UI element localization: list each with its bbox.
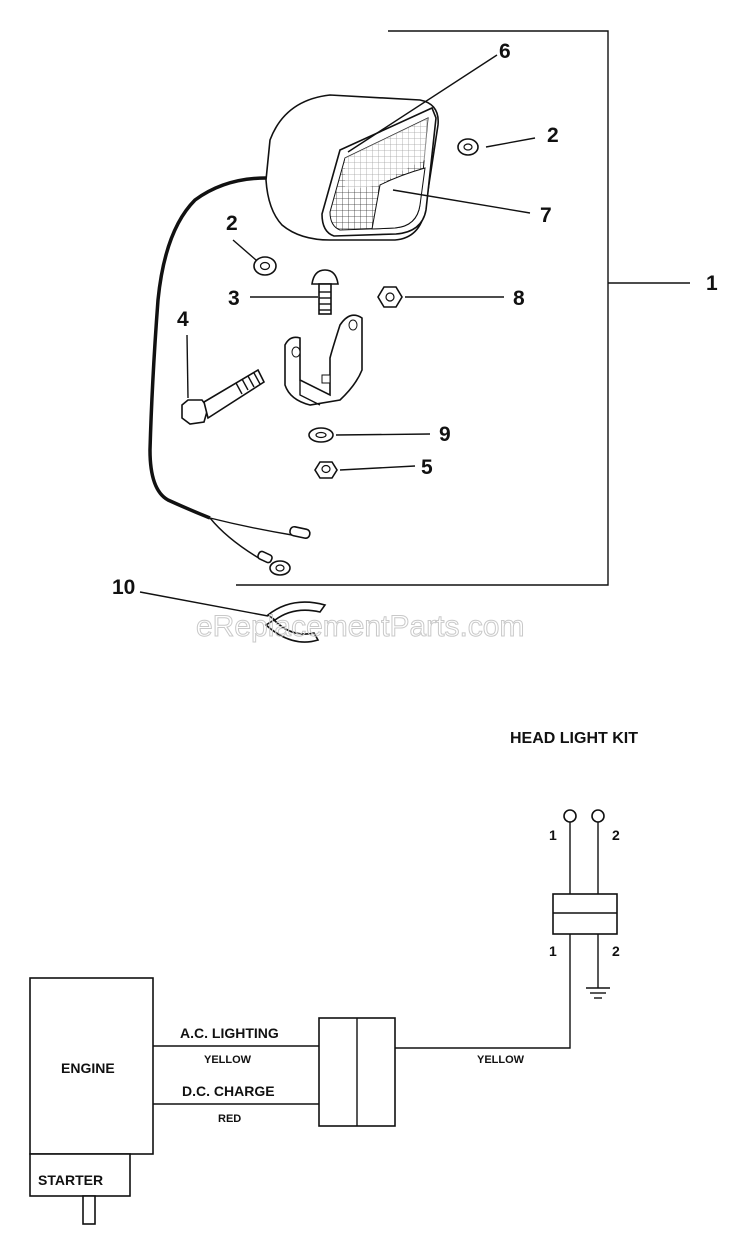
callout-1: 1 [706,272,718,295]
engine-block [29,977,154,1225]
callout-2-upper: 2 [547,124,559,147]
connector-pin-2: 2 [612,943,620,959]
engine-label: ENGINE [61,1060,115,1076]
flat-washer [308,427,334,443]
kit-connector [552,893,618,935]
callout-10: 10 [112,576,135,599]
callout-4: 4 [177,308,189,331]
head-light-kit-title: HEAD LIGHT KIT [510,730,638,747]
callout-2-lower: 2 [226,212,238,235]
callout-9: 9 [439,423,451,446]
kit-bracket [236,30,690,586]
callout-8: 8 [513,287,525,310]
callout-7: 7 [540,204,552,227]
starter-label: STARTER [38,1172,103,1188]
wire-clip [264,601,327,643]
junction-block [318,1017,396,1127]
yellow-wire-label-1: YELLOW [204,1054,252,1066]
flange-nut [377,286,403,308]
lock-washer-lower [253,256,277,276]
hex-bolt [181,368,266,425]
carriage-bolt [311,269,339,315]
bulb-pin-2: 2 [612,827,620,843]
callout-3: 3 [228,287,240,310]
wire-harness [148,176,311,576]
ac-lighting-label: A.C. LIGHTING [180,1025,279,1041]
callout-5: 5 [421,456,433,479]
bulb-symbol [563,756,605,823]
yellow-wire-label-2: YELLOW [477,1054,525,1066]
hex-nut [314,461,338,479]
watermark: eReplacementParts.com [196,610,524,643]
connector-pin-1: 1 [549,943,557,959]
headlight-housing [265,94,439,241]
ground-symbol [586,934,610,999]
red-wire-label: RED [218,1113,241,1125]
bulb-pin-1: 1 [549,827,557,843]
leader-lines [139,54,536,617]
dc-charge-label: D.C. CHARGE [182,1083,275,1099]
lock-washer-upper [457,138,479,156]
mounting-bracket [284,314,363,406]
callout-6: 6 [499,40,511,63]
